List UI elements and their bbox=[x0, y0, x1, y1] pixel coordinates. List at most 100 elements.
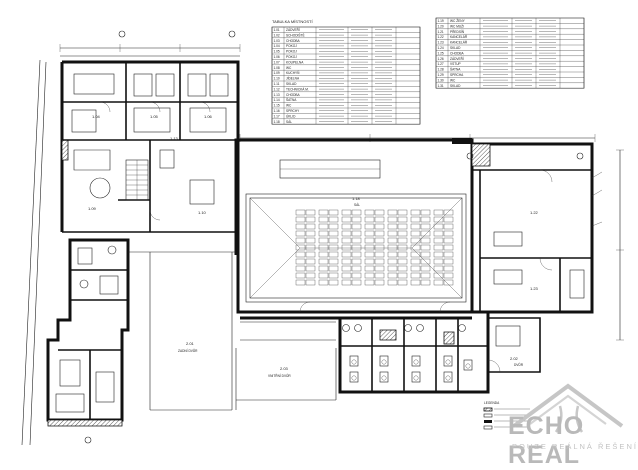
hall-seat bbox=[443, 216, 454, 223]
hall-seat bbox=[305, 265, 316, 272]
hall-seat bbox=[410, 251, 421, 258]
hall-seat bbox=[351, 209, 362, 216]
terrace-name: VNITŘNÍ DVŮR bbox=[268, 373, 291, 378]
table-right-room-no: 1.21 bbox=[438, 30, 444, 34]
stair bbox=[125, 159, 149, 201]
room-105-label: 1.05 bbox=[150, 114, 159, 119]
hall-seat bbox=[364, 258, 375, 265]
hall-seat bbox=[433, 272, 444, 279]
table-left-room-no: 1.10 bbox=[274, 77, 280, 81]
washbasin bbox=[404, 324, 412, 332]
hall-seat bbox=[295, 244, 306, 251]
hall-seat bbox=[420, 279, 431, 286]
yard-name: ZADNÍ DVŮR bbox=[178, 348, 198, 353]
table-right-room-name: SKLAD bbox=[450, 84, 461, 88]
hall-seat bbox=[318, 258, 329, 265]
table-left-room-name: ÚKLID bbox=[286, 113, 296, 118]
hall-seat bbox=[420, 216, 431, 223]
brand-tagline: POUZE REÁLNÁ ŘEŠENÍ bbox=[512, 442, 638, 451]
table-left-room-no: 1.02 bbox=[274, 33, 280, 37]
hall-seat bbox=[364, 265, 375, 272]
hall-seat bbox=[295, 279, 306, 286]
hall-seat bbox=[374, 230, 385, 237]
hall-seat bbox=[318, 209, 329, 216]
table-left-room-name: CHODBA bbox=[286, 39, 301, 43]
wc-bowl bbox=[465, 363, 471, 369]
wc-bowl bbox=[413, 359, 419, 365]
hall-seat bbox=[364, 209, 375, 216]
table-left-room-no: 1.17 bbox=[274, 114, 280, 118]
hall-seat bbox=[364, 237, 375, 244]
hall-seat bbox=[443, 244, 454, 251]
hall-seat bbox=[341, 251, 352, 258]
hall-seat bbox=[374, 251, 385, 258]
hall-seat bbox=[341, 237, 352, 244]
hall-seat bbox=[295, 216, 306, 223]
hall-seat bbox=[443, 279, 454, 286]
hall-seat bbox=[387, 216, 398, 223]
table-right-room-no: 1.26 bbox=[438, 57, 444, 61]
hall-seat bbox=[433, 230, 444, 237]
washbasin bbox=[416, 324, 424, 332]
room-106-label: 1.06 bbox=[204, 114, 213, 119]
hall-seat bbox=[364, 251, 375, 258]
table-right-room-name: CHODBA bbox=[450, 51, 465, 55]
brand-name: ECHO REAL bbox=[508, 412, 585, 469]
table-left-room-name: SKLAD bbox=[286, 82, 297, 86]
hall-seat bbox=[305, 258, 316, 265]
wc-fixture bbox=[349, 355, 359, 367]
hall-seat bbox=[443, 223, 454, 230]
hall-seat bbox=[387, 251, 398, 258]
hall-seat bbox=[420, 265, 431, 272]
table-right-room-name: WC bbox=[450, 78, 456, 82]
wc-bowl bbox=[381, 375, 387, 381]
hall-seat bbox=[328, 216, 339, 223]
hall-seat bbox=[387, 272, 398, 279]
hall-seat bbox=[305, 244, 316, 251]
table-left-room-name: WC bbox=[286, 66, 292, 70]
hall-seat bbox=[364, 216, 375, 223]
hall-seat bbox=[420, 272, 431, 279]
office-a-label: 1.22 bbox=[530, 210, 539, 215]
table-left-room-no: 1.11 bbox=[274, 82, 280, 86]
table-left-room-name: SPRCHY bbox=[286, 109, 300, 113]
hall-seat bbox=[328, 244, 339, 251]
hall-seat bbox=[433, 279, 444, 286]
west-wing: 1.04 1.05 1.06 1.09 1.10 1.13 bbox=[60, 60, 240, 255]
dimension-lines bbox=[21, 44, 624, 446]
hall-seat bbox=[341, 279, 352, 286]
hall-seat bbox=[420, 209, 431, 216]
wc-fixture bbox=[411, 371, 421, 383]
wc-fixture bbox=[349, 371, 359, 383]
hall-seat bbox=[328, 251, 339, 258]
hall-seat bbox=[318, 237, 329, 244]
hall-seat bbox=[364, 244, 375, 251]
hall-seat bbox=[341, 258, 352, 265]
hall-seat bbox=[295, 223, 306, 230]
hall-seat bbox=[387, 209, 398, 216]
hall-seat bbox=[410, 237, 421, 244]
wc-fixture bbox=[379, 355, 389, 367]
wc-bowl bbox=[445, 375, 451, 381]
table-right-room-no: 1.24 bbox=[438, 46, 444, 50]
room-table-title: TABULKA MÍSTNOSTÍ bbox=[272, 19, 313, 24]
hall-seat bbox=[443, 237, 454, 244]
table-left-room-name: ZÁDVEŘÍ bbox=[286, 27, 300, 32]
hall-seat bbox=[305, 223, 316, 230]
hall-seat bbox=[305, 230, 316, 237]
table-left-room-no: 1.05 bbox=[274, 50, 280, 54]
table-left-room-no: 1.15 bbox=[274, 104, 280, 108]
wc-fixture bbox=[463, 359, 473, 371]
hall-seat bbox=[443, 251, 454, 258]
washbasin bbox=[342, 324, 350, 332]
hall-seat bbox=[374, 237, 385, 244]
hall-seat bbox=[410, 279, 421, 286]
table-left-room-name: KUCHYŇ bbox=[286, 71, 300, 75]
hall-seat bbox=[351, 230, 362, 237]
room-109-label: 1.09 bbox=[88, 206, 97, 211]
table-left-room-no: 1.08 bbox=[274, 66, 280, 70]
hall-seat bbox=[305, 237, 316, 244]
hall-seat bbox=[341, 216, 352, 223]
